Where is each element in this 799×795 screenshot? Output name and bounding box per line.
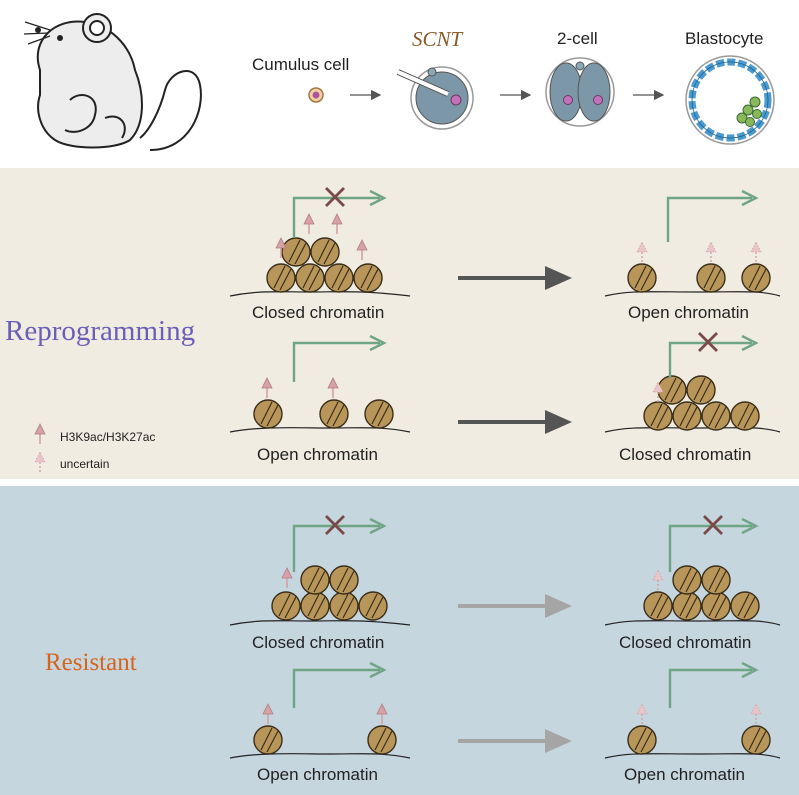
resist-row2-left bbox=[229, 661, 411, 759]
resist-row1-right-label: Closed chromatin bbox=[619, 633, 751, 652]
resist-row2-left-label: Open chromatin bbox=[257, 765, 378, 784]
repro-row1-right-label: Open chromatin bbox=[628, 303, 749, 322]
resistant-title: Resistant bbox=[45, 649, 137, 676]
resist-row2-right bbox=[604, 661, 781, 759]
repro-row1-left-label: Closed chromatin bbox=[252, 303, 384, 322]
blastocyte-icon bbox=[685, 55, 775, 145]
repro-row2-right-label: Closed chromatin bbox=[619, 445, 751, 464]
two-cell-label: 2-cell bbox=[557, 29, 598, 48]
repro-row2-left-label: Open chromatin bbox=[257, 445, 378, 464]
repro-row1-arrow bbox=[458, 266, 572, 290]
legend: H3K9ac/H3K27ac uncertain bbox=[34, 423, 155, 473]
resist-row1-right bbox=[604, 515, 781, 626]
legend-uncertain-label: uncertain bbox=[60, 457, 109, 471]
repro-row1-left bbox=[229, 187, 411, 297]
cumulus-cell-icon bbox=[308, 87, 324, 103]
repro-row1-right bbox=[604, 189, 781, 297]
mouse-illustration bbox=[23, 13, 202, 151]
resist-row1-arrow bbox=[458, 594, 572, 618]
repro-row2-arrow bbox=[458, 410, 572, 434]
legend-mark-label: H3K9ac/H3K27ac bbox=[60, 430, 155, 444]
blastocyte-label: Blastocyte bbox=[685, 29, 763, 48]
top-panel: Cumulus cell SCNT 2-cell Bl bbox=[23, 13, 775, 151]
resist-row2-right-label: Open chromatin bbox=[624, 765, 745, 784]
repro-row2-right bbox=[604, 332, 781, 433]
reprogramming-title: Reprogramming bbox=[5, 315, 195, 347]
resist-row2-arrow bbox=[458, 729, 572, 753]
cumulus-label: Cumulus cell bbox=[252, 55, 349, 74]
repro-row2-left bbox=[229, 334, 411, 433]
scnt-label: SCNT bbox=[412, 27, 464, 51]
resist-row1-left bbox=[229, 515, 411, 626]
scnt-egg-icon bbox=[396, 66, 474, 130]
two-cell-embryo-icon bbox=[545, 57, 615, 127]
resistant-panel-bg bbox=[0, 486, 799, 795]
resist-row1-left-label: Closed chromatin bbox=[252, 633, 384, 652]
